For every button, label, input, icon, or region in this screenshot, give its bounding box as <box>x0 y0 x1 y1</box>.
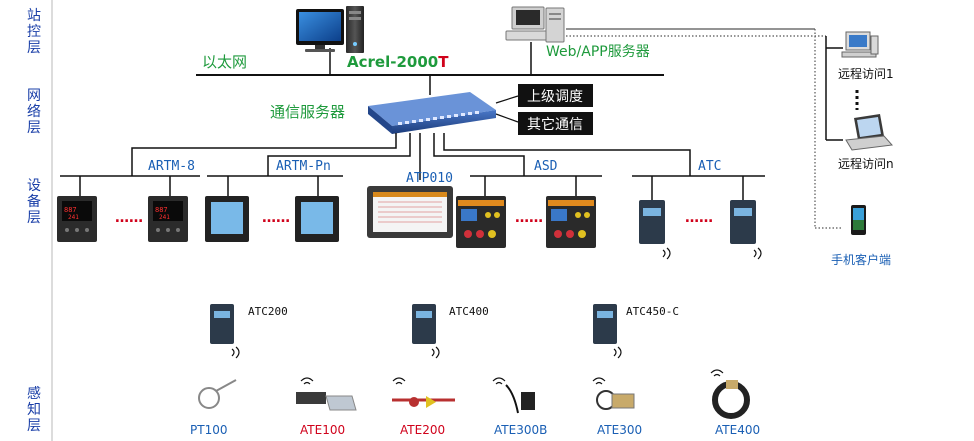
webapp-server-icon <box>505 6 565 43</box>
mobile-phone-icon <box>851 205 866 235</box>
remote-links <box>566 28 859 229</box>
svg-text:241: 241 <box>68 214 79 221</box>
ate200-sensor-icon <box>392 377 455 408</box>
atc200-transmitter-icon <box>210 304 240 359</box>
mobile-client-label: 手机客户端 <box>831 252 891 267</box>
dispatch-box <box>518 84 593 107</box>
sensor-label-ate400: ATE400 <box>715 423 760 437</box>
layer-label-sensing: 感知层 <box>27 385 41 434</box>
atc-label: ATC <box>698 159 721 174</box>
group-buses <box>60 175 765 200</box>
sensor-label-ate100: ATE100 <box>300 423 345 437</box>
atc-device-icon <box>639 200 671 260</box>
artmpn-meter-icon <box>295 196 339 242</box>
svg-text:887: 887 <box>64 206 77 214</box>
remote-laptop-icon <box>845 114 894 151</box>
ellipsis-atc: …… <box>685 210 713 226</box>
other-comm-label: 其它通信 <box>527 116 583 133</box>
remote-pc-icon <box>841 31 879 58</box>
ate100-sensor-icon <box>296 377 357 411</box>
ellipsis-artmpn: …… <box>262 210 290 226</box>
layer-label-network: 网络层 <box>27 88 41 136</box>
svg-text:887: 887 <box>155 206 168 214</box>
sensor-label-ate300: ATE300 <box>597 423 642 437</box>
atp010-touchscreen-icon <box>367 186 453 238</box>
atc400-transmitter-icon <box>412 304 440 359</box>
artmpn-meter-icon <box>205 196 249 242</box>
link-dispatch <box>495 95 519 104</box>
remote-access-n-label: 远程访问n <box>838 156 894 171</box>
ellipsis-asd: …… <box>515 210 543 226</box>
other-comm-box <box>518 112 593 135</box>
network-switch-icon <box>368 92 496 134</box>
link-other-comm <box>495 113 519 123</box>
layer-labels: 站控层 网络层 设备层 感知层 <box>27 8 41 434</box>
acrel-workstation-icon <box>296 6 364 53</box>
asd-device-icon <box>546 196 596 248</box>
switch-links <box>131 133 691 180</box>
sensor-label-ate200: ATE200 <box>400 423 445 437</box>
atc450c-transmitter-icon <box>593 304 622 359</box>
artmpn-label: ARTM-Pn <box>276 159 331 174</box>
atc-device-icon <box>730 200 762 260</box>
artm8-meter-icon: 887 241 <box>148 196 188 242</box>
remote-access-1-label: 远程访问1 <box>838 66 894 81</box>
atc450c-label: ATC450-C <box>626 305 679 318</box>
sensor-label-pt100: PT100 <box>190 423 227 437</box>
atc400-label: ATC400 <box>449 305 489 318</box>
ethernet-label: 以太网 <box>202 53 247 71</box>
webapp-server-label: Web/APP服务器 <box>546 44 650 60</box>
acrel-label: Acrel-2000T <box>347 53 449 71</box>
ate300b-sensor-icon <box>492 377 535 414</box>
sensor-labels: PT100 ATE100 ATE200 ATE300B ATE300 ATE40… <box>190 423 760 437</box>
artm8-meter-icon: 887 241 <box>57 196 97 242</box>
ate300-sensor-icon <box>592 377 635 410</box>
atc200-label: ATC200 <box>248 305 288 318</box>
atp010-label: ATP010 <box>406 171 453 186</box>
dispatch-label: 上级调度 <box>527 89 583 105</box>
artm8-label: ARTM-8 <box>148 159 195 174</box>
layer-label-device: 设备层 <box>27 178 41 226</box>
sensor-label-ate300b: ATE300B <box>494 423 547 437</box>
pt100-sensor-icon <box>198 379 237 409</box>
asd-label: ASD <box>534 159 558 174</box>
comm-server-label: 通信服务器 <box>270 103 345 121</box>
ate400-sensor-icon <box>710 369 750 419</box>
layer-label-station: 站控层 <box>27 8 41 56</box>
asd-device-icon <box>456 196 506 248</box>
svg-text:241: 241 <box>159 214 170 221</box>
ellipsis-artm8: …… <box>115 210 143 226</box>
